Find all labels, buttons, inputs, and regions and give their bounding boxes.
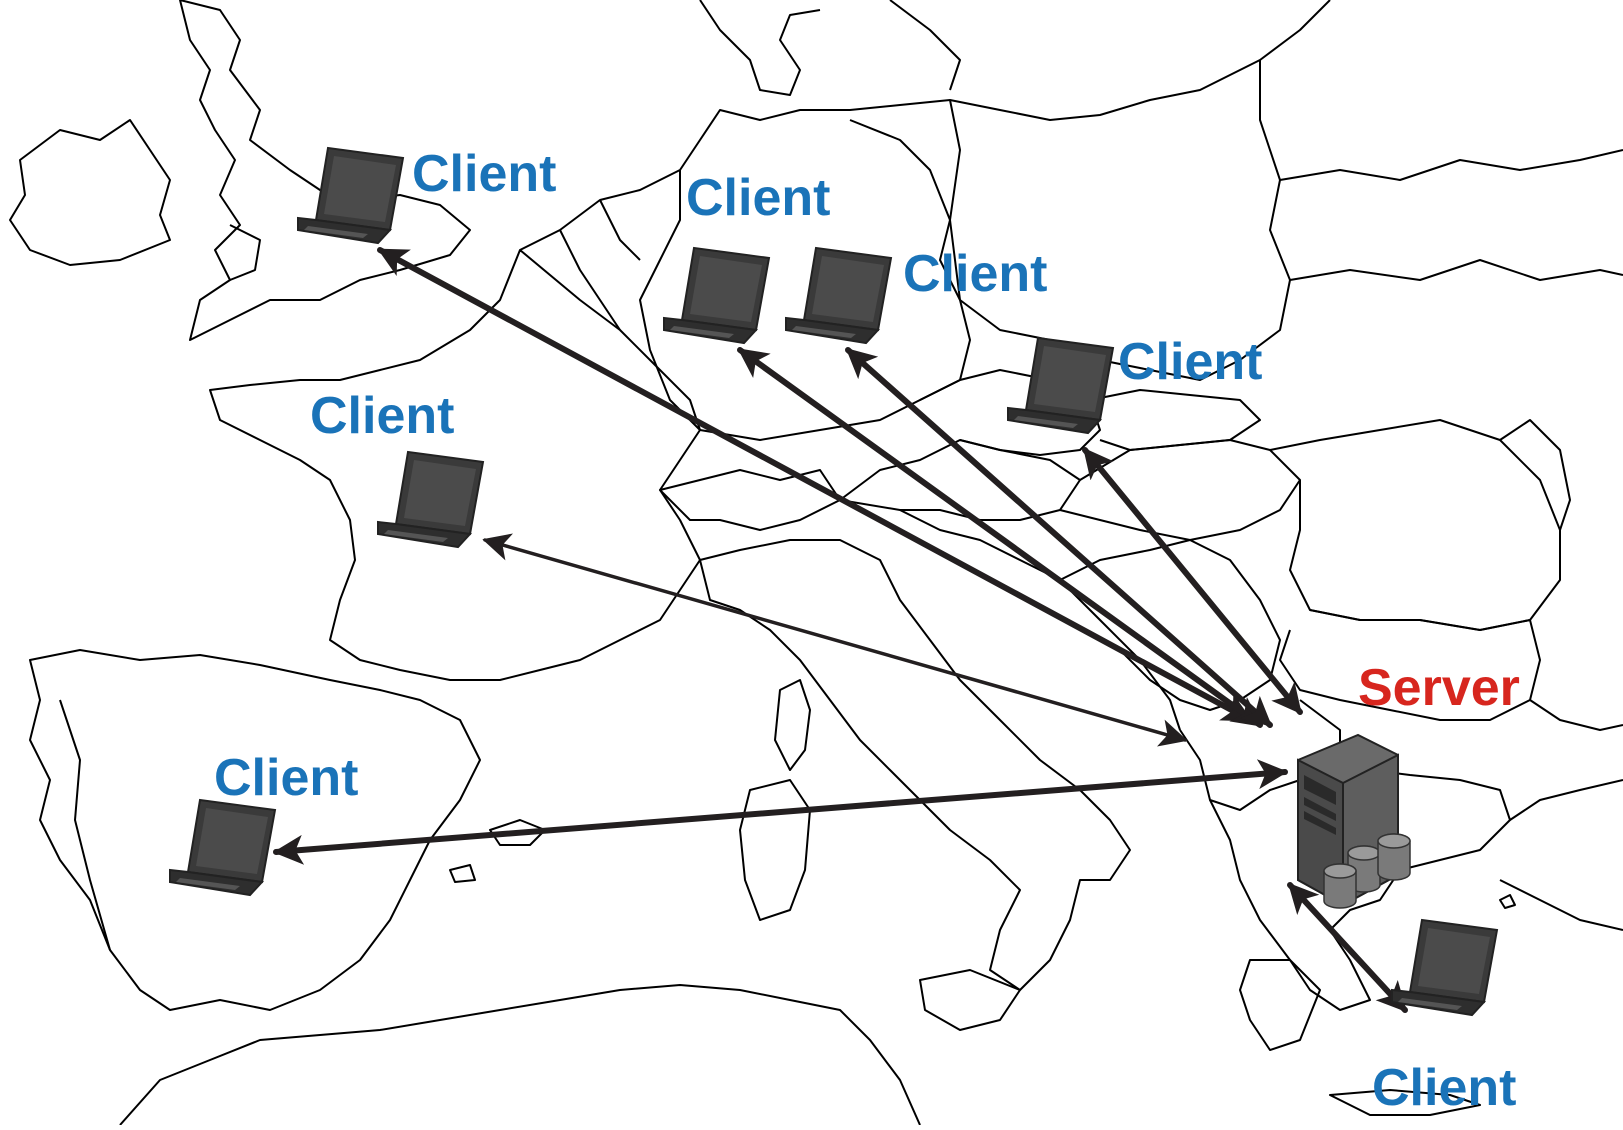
corsica-outline [774,679,811,771]
client-label-uk: Client [412,145,557,203]
peloponnese-outline [1239,959,1321,1051]
client-label-at: Client [1118,333,1263,391]
arrow-server-fr [482,533,1188,747]
crete-outline [1329,1089,1481,1116]
server-tower-with-database-icon [1297,733,1411,909]
portugal-border [59,699,111,951]
laptop-icon [297,146,405,245]
laptop-icon [663,246,771,345]
client-label-nl: Client [686,169,831,227]
arrow-server-es [273,759,1288,865]
laptop-icon [785,246,893,345]
sweden-outline [889,0,961,91]
client-label-gr: Client [1372,1059,1517,1117]
turkey-outline [1499,699,1623,931]
sardinia-outline [739,779,811,921]
laptop-icon [1007,336,1115,435]
database-icon [1377,833,1411,881]
switzerland-outline [659,469,841,531]
ireland-outline [9,119,171,266]
server-label: Server [1358,659,1520,717]
arrow-server-at [1082,447,1303,715]
italy-outline [699,539,1131,991]
moldova-outline [1499,419,1571,531]
laptop-icons [169,146,1499,1017]
client-label-de: Client [903,245,1048,303]
belarus-ukraine-border [1279,149,1623,181]
laptop-icon [169,798,277,897]
romania-outline [1269,419,1561,631]
connection-arrows [273,247,1408,1013]
sicily-outline [919,969,1021,1031]
denmark-outline [699,0,821,96]
ukraine-outline [1289,259,1623,281]
laptop-icon [377,450,485,549]
arrow-server-gr [1287,882,1408,1013]
wales-border [229,224,261,281]
great-britain-outline [179,0,471,341]
bulgaria-outline [1279,609,1541,721]
laptop-icon [1391,918,1499,1017]
benelux-borders [559,199,641,331]
north-africa-coast [119,984,921,1126]
client-label-fr: Client [310,387,455,445]
client-label-es: Client [214,749,359,807]
database-icon [1323,863,1357,909]
north-coast [519,0,1331,251]
iberia-outline [29,649,481,1011]
hungary-outline [1059,439,1301,541]
